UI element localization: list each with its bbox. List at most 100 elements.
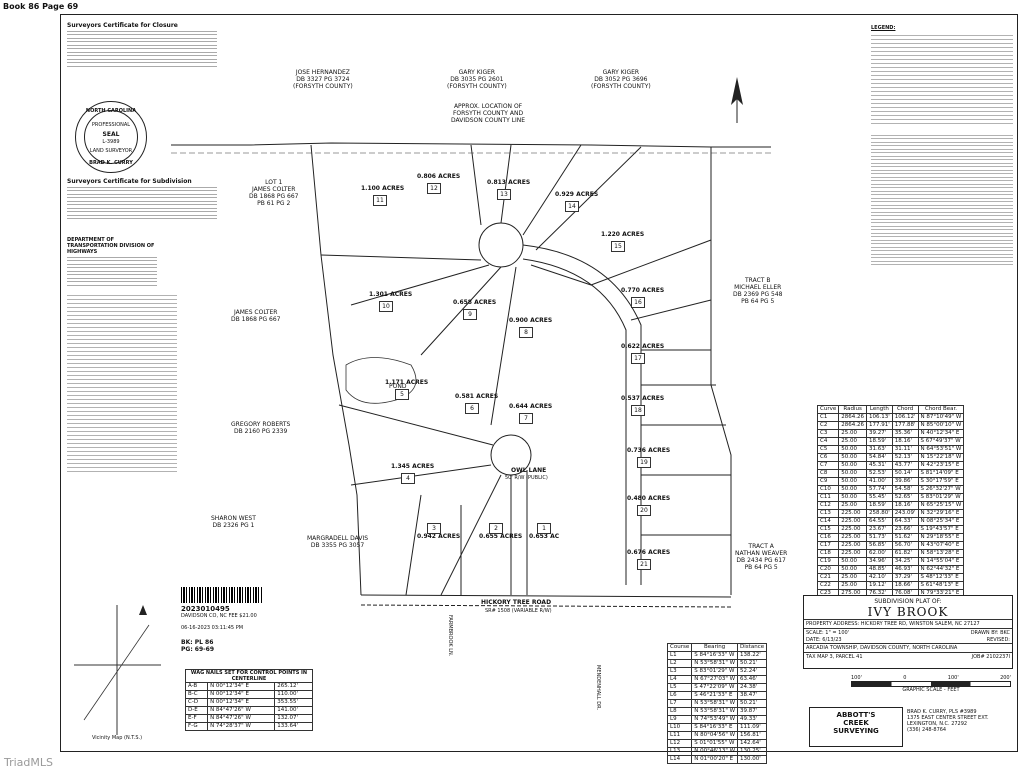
owl-lane-label: OWL LANE: [511, 467, 547, 474]
curve-table-cell: 50.00: [838, 485, 867, 494]
curve-table-cell: 34.25': [891, 557, 919, 566]
recording-number: 2023010495: [181, 605, 230, 613]
curve-table-header-cell: Chord Bear.: [917, 405, 965, 414]
lot-17-number: 17: [631, 353, 645, 364]
course-table-cell: 50.21': [737, 659, 768, 668]
curve-table-cell: N 43°07'40" E: [917, 541, 965, 550]
curve-table-cell: 64.55': [865, 517, 893, 526]
approval-certificates: [67, 295, 177, 475]
curve-table-cell: 2864.26: [838, 421, 867, 430]
curve-table-header-cell: Radius: [838, 405, 867, 414]
curve-table-cell: 46.93': [891, 565, 919, 574]
lot-13-area: 0.813 ACRES: [487, 179, 531, 186]
curve-table-cell: 18.66': [891, 581, 919, 590]
curve-table-cell: C1: [816, 413, 840, 422]
curve-table-cell: 50.00: [838, 469, 867, 478]
wag-table-cell: N 00°12'34" E: [207, 690, 276, 699]
curve-table-cell: 18.16': [891, 501, 919, 510]
wag-table-cell: F-G: [184, 722, 209, 731]
curve-table-cell: S 26°32'27" W: [917, 485, 965, 494]
curve-table-cell: 61.82': [891, 549, 919, 558]
curve-table-header-cell: Curve: [816, 405, 840, 414]
seal-line-6: BRAD K. CURRY: [89, 160, 133, 166]
dot-certificate: DEPARTMENT OF TRANSPORTATION DIVISION OF…: [67, 237, 157, 287]
drawn-by: DRAWN BY: BKC: [970, 630, 1010, 636]
lot-15-area: 1.220 ACRES: [601, 231, 645, 238]
course-table-cell: S 46°21'33" E: [691, 691, 739, 700]
plat-sheet: Surveyors Certificate for Closure NORTH …: [60, 14, 1018, 764]
farmbrook-lane-label: FARMBROOK LN.: [447, 615, 453, 657]
job-number: JOB# 2102237I: [971, 654, 1010, 660]
course-table-cell: 52.24': [737, 667, 768, 676]
wag-table-cell: N 00°12'34" E: [207, 682, 276, 691]
plat-scale: SCALE: 1" = 100': [806, 630, 850, 636]
property-address: PROPERTY ADDRESS: HICKORY TREE RD, WINST…: [804, 619, 1012, 628]
lot-19-number: 19: [637, 457, 651, 468]
curve-table-cell: S 48°12'33" E: [917, 573, 965, 582]
curve-table-cell: 55.45': [865, 493, 893, 502]
course-table-cell: L4: [666, 675, 693, 684]
curve-table-cell: 54.58': [891, 485, 919, 494]
course-table-cell: 49.33': [737, 715, 768, 724]
curve-table-cell: 51.62': [891, 533, 919, 542]
closure-text-block: [67, 31, 217, 67]
lot-20-number: 20: [637, 505, 651, 516]
curve-table-cell: N 65°25'15" W: [917, 501, 965, 510]
curve-table-cell: 25.00: [838, 501, 867, 510]
curve-table-cell: C8: [816, 469, 840, 478]
hickory-tree-road-row: SR# 1508 (VARIABLE R/W): [485, 608, 552, 614]
curve-table-cell: 106.13': [865, 413, 893, 422]
wag-table-cell: E-F: [184, 714, 209, 723]
title-block: SUBDIVISION PLAT OF: IVY BROOK PROPERTY …: [803, 595, 1013, 669]
wag-table-cell: N 74°28'37" W: [207, 722, 276, 731]
curve-table-cell: 18.59': [865, 501, 893, 510]
lot-1-area: 0.653 AC: [529, 533, 560, 540]
curve-table-cell: S 81°14'09" E: [917, 469, 965, 478]
revised: REVISED:: [986, 637, 1010, 643]
curve-table-cell: 39.27': [865, 429, 893, 438]
curve-table-cell: N 14°55'04" E: [917, 557, 965, 566]
wag-table-cell: 353.55': [274, 698, 313, 707]
legend-block: LEGEND:: [871, 25, 1013, 265]
curve-table-cell: N 62°44'32" E: [917, 565, 965, 574]
course-table-header-cell: Course: [666, 643, 693, 652]
course-table-cell: L13: [666, 747, 693, 756]
curve-table-cell: 225.00: [838, 517, 867, 526]
hickory-tree-road-label: HICKORY TREE ROAD: [481, 599, 552, 606]
wag-table-cell: N 84°47'26" W: [207, 714, 276, 723]
curve-table-cell: N 08°25'34" E: [917, 517, 965, 526]
course-table-cell: L5: [666, 683, 693, 692]
subdivision-cert-title: Surveyors Certificate for Subdivision: [67, 178, 192, 185]
lot-16-area: 0.770 ACRES: [621, 287, 665, 294]
curve-table-cell: 35.36': [891, 429, 919, 438]
wag-table-title: WAG NAILS SET FOR CONTROL POINTS IN CENT…: [185, 669, 313, 682]
seal-line-5: LAND SURVEYOR: [89, 148, 133, 154]
curve-table-cell: 43.77': [891, 461, 919, 470]
curve-table-cell: S 83°01'29" W: [917, 493, 965, 502]
owl-lane-row: 50' R/W (PUBLIC): [505, 475, 548, 481]
curve-table-cell: N 32°29'16" E: [917, 509, 965, 518]
curve-table-cell: C18: [816, 549, 840, 558]
recording-stamp: 2023010495 DAVIDSON CO, NC FEE $21.00 06…: [181, 605, 291, 653]
curve-table-cell: 42.10': [865, 573, 893, 582]
curve-table-cell: C15: [816, 525, 840, 534]
course-table-cell: 50.21': [737, 699, 768, 708]
curve-table-cell: 50.00: [838, 493, 867, 502]
curve-table-cell: N 40°12'34" E: [917, 429, 965, 438]
